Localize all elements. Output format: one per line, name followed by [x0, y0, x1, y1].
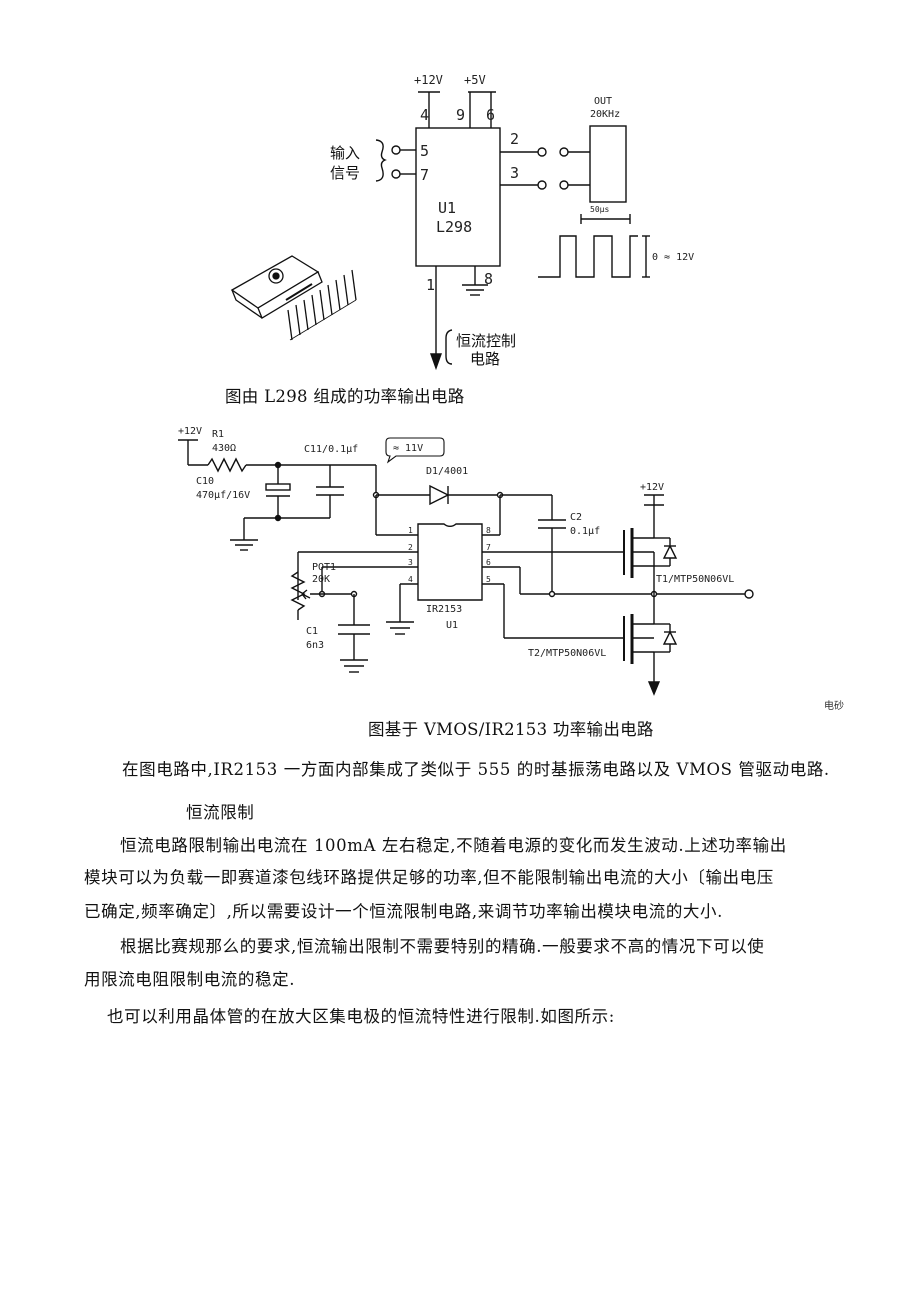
fig1-amplitude-label: 0 ≈ 12V [652, 252, 694, 263]
voltage-note-bubble [385, 437, 445, 464]
fig1-pin-2: 2 [510, 130, 519, 148]
figure1-l298-circuit [230, 91, 650, 371]
paragraph-2-line-2: 模块可以为负载一即赛道漆包线环路提供足够的功率,但不能限制输出电流的大小〔输出电… [84, 868, 774, 887]
fig2-c2-name: C2 [570, 512, 582, 523]
fig2-r1-name: R1 [212, 429, 224, 440]
fig2-pin-6: 6 [486, 558, 491, 567]
fig2-pin-1: 1 [408, 526, 413, 535]
schematics-canvas: +12V +5V 4 9 6 5 7 2 3 1 8 U1 L298 输入 信号… [178, 73, 754, 696]
fig1-pin-9: 9 [456, 106, 465, 124]
r1-resistor [207, 457, 247, 473]
fig1-supply-5v: +5V [464, 73, 486, 87]
pot1-potentiometer [290, 571, 306, 611]
fig1-pin-7: 7 [420, 166, 429, 184]
fig2-t1-label: T1/MTP50N06VL [656, 574, 734, 585]
fig2-pin-8: 8 [486, 526, 491, 535]
fig2-pot-value: 20K [312, 574, 330, 585]
fig1-period-label: 50μs [590, 205, 609, 214]
fig1-pin-1: 1 [426, 276, 435, 294]
fig2-c1-value: 6n3 [306, 640, 324, 651]
fig2-pin-7: 7 [486, 543, 491, 552]
fig2-c10-value: 470μf/16V [196, 490, 250, 501]
fig2-c1-name: C1 [306, 626, 318, 637]
paragraph-3-line-2: 用限流电阻限制电流的稳定. [84, 970, 296, 989]
figure2-caption: 图基于 VMOS/IR2153 功率输出电路 [368, 720, 654, 739]
ir2153-chip-body [417, 523, 483, 601]
output-load-box [589, 125, 627, 203]
fig1-pin-3: 3 [510, 164, 519, 182]
paragraph-4: 也可以利用晶体管的在放大区集电极的恒流特性进行限制.如图所示: [107, 1007, 615, 1026]
fig1-chip-name: L298 [436, 218, 472, 236]
fig1-out-label-2: 20KHz [590, 109, 620, 120]
fig2-pin-3: 3 [408, 558, 413, 567]
section-heading: 恒流限制 [186, 803, 255, 822]
fig2-ic-ref: U1 [446, 620, 458, 631]
l298-package-illustration [230, 255, 357, 341]
fig2-supply-12v-right: +12V [640, 482, 664, 493]
fig1-pin-6: 6 [486, 106, 495, 124]
fig1-chip-ref: U1 [438, 199, 456, 217]
fig1-pin-8: 8 [484, 270, 493, 288]
d1-diode [429, 484, 450, 506]
fig2-r1-value: 430Ω [212, 443, 236, 454]
square-wave [538, 235, 638, 278]
figure1-caption: 图由 L298 组成的功率输出电路 [225, 387, 465, 406]
watermark-text: 电砂 [824, 701, 844, 712]
fig2-ic-name: IR2153 [426, 604, 462, 615]
l298-chip-body [415, 127, 501, 267]
fig2-pin-2: 2 [408, 543, 413, 552]
figures-area: +12V +5V 4 9 6 5 7 2 3 1 8 U1 L298 输入 信号… [178, 73, 754, 696]
fig2-pot-name: POT1 [312, 562, 336, 573]
t2-mosfet [623, 594, 678, 696]
fig2-pin-4: 4 [408, 575, 413, 584]
fig1-cc-label-2: 电路 [470, 350, 500, 368]
fig2-c2-value: 0.1μf [570, 526, 600, 537]
fig1-supply-12v: +12V [414, 73, 443, 87]
fig1-pin-4: 4 [420, 106, 429, 124]
fig2-supply-12v-left: +12V [178, 426, 202, 437]
fig2-d1-label: D1/4001 [426, 466, 468, 477]
paragraph-2-line-3: 已确定,频率确定〕,所以需要设计一个恒流限制电路,来调节功率输出模块电流的大小. [84, 902, 723, 921]
paragraph-3-line-1: 根据比赛规那么的要求,恒流输出限制不需要特别的精确.一般要求不高的情况下可以使 [120, 937, 765, 956]
paragraph-1: 在图电路中,IR2153 一方面内部集成了类似于 555 的时基振荡电路以及 V… [122, 760, 830, 779]
fig2-c10-name: C10 [196, 476, 214, 487]
paragraph-2-line-1: 恒流电路限制输出电流在 100mA 左右稳定,不随着电源的变化而发生波动.上述功… [120, 836, 787, 855]
fig1-out-label-1: OUT [594, 96, 612, 107]
fig2-pin-5: 5 [486, 575, 491, 584]
fig1-input-label-2: 信号 [330, 164, 360, 182]
fig1-cc-label-1: 恒流控制 [456, 332, 516, 350]
fig1-pin-5: 5 [420, 142, 429, 160]
t1-mosfet [623, 494, 678, 594]
fig2-t2-label: T2/MTP50N06VL [528, 648, 606, 659]
fig1-input-label-1: 输入 [330, 144, 360, 162]
fig2-c11-label: C11/0.1μf [304, 444, 358, 455]
figure2-ir2153-circuit [178, 437, 754, 696]
fig2-voltage-note: ≈ 11V [393, 443, 423, 454]
